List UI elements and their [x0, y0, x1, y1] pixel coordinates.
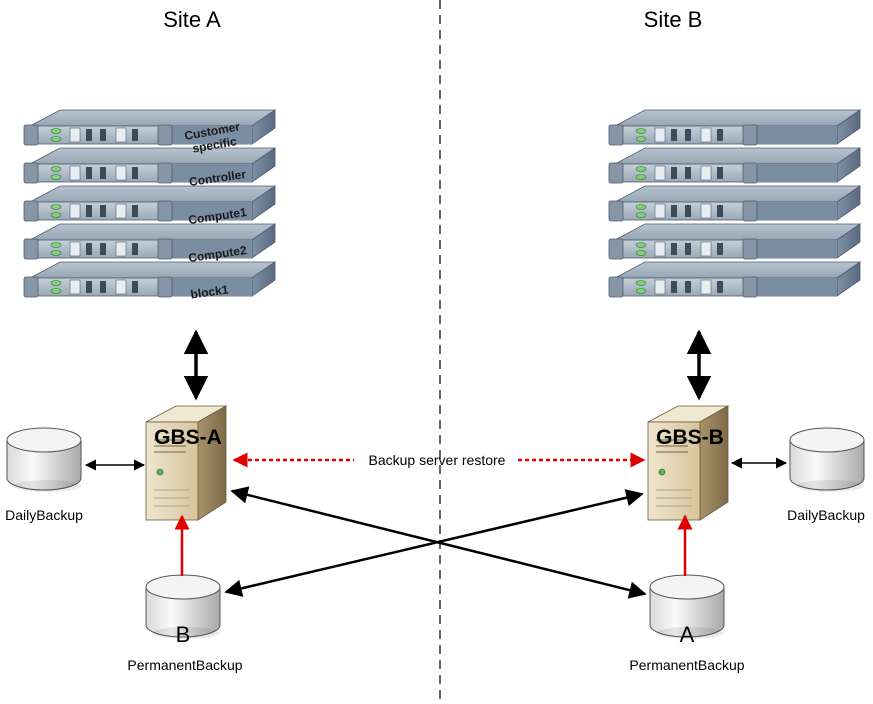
server-label-block1: block1: [190, 282, 230, 301]
permanent-backup-a-letter: A: [680, 622, 695, 647]
daily-backup-b-label: DailyBackup: [787, 507, 865, 523]
backup-restore-label: Backup server restore: [369, 452, 506, 468]
site-b-title: Site B: [644, 7, 703, 32]
gbs-a-server-icon: [145, 405, 227, 521]
gbs-a-label: GBS-A: [154, 426, 222, 449]
daily-backup-b-disk-icon: [789, 427, 865, 493]
rack-b-server-3: [608, 185, 861, 222]
site-a-title: Site A: [163, 7, 221, 32]
rack-a-server-block1: [23, 261, 276, 298]
rack-b-server-5: [608, 261, 861, 298]
permanent-backup-b-letter: B: [176, 622, 191, 647]
gbs-b-label: GBS-B: [656, 426, 724, 449]
rack-a: [23, 109, 276, 298]
permanent-backup-b-label: PermanentBackup: [127, 657, 242, 673]
rack-b: [608, 109, 861, 298]
gbs-b-to-permanent-b-link: [224, 489, 644, 597]
daily-backup-a-label: DailyBackup: [5, 507, 83, 523]
gbs-b-server-icon: [647, 405, 729, 521]
daily-backup-a-disk-icon: [6, 427, 82, 493]
rack-b-server-4: [608, 223, 861, 260]
permanent-backup-a-label: PermanentBackup: [629, 657, 744, 673]
rack-b-server-2: [608, 147, 861, 184]
rack-b-server-1: [608, 109, 861, 146]
